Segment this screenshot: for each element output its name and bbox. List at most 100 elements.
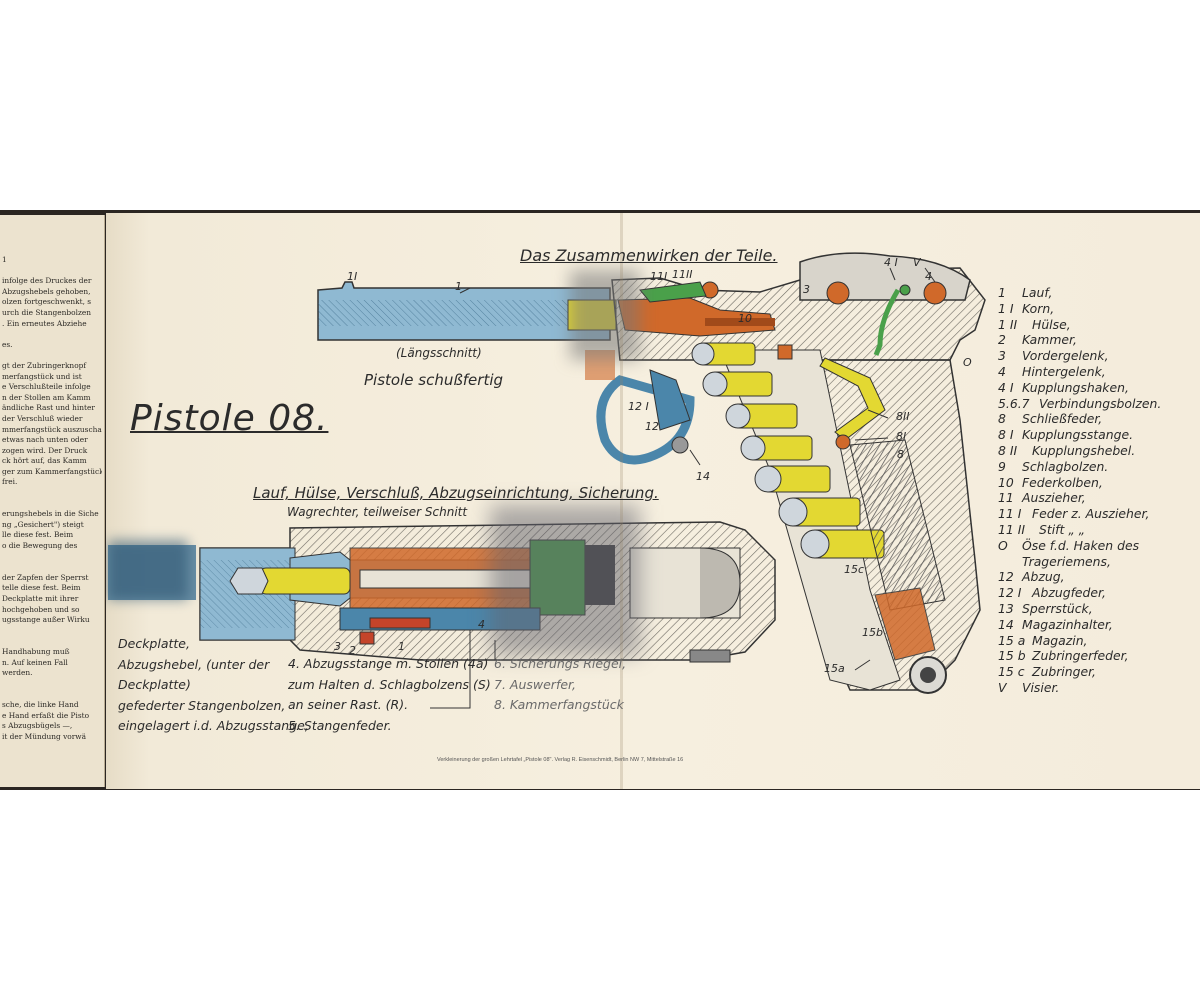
legend-number: 1 II [998,316,1018,332]
left-page-line: mmerfangstück auszuschal [2,424,102,434]
left-page-line: n. Auf keinen Fall [2,657,68,667]
legend-number: 15 b [998,648,1026,664]
left-page-line: sche, die linke Hand [2,699,79,709]
legend-number: 1 I [998,300,1014,316]
part-label: 4 [925,270,932,283]
recoil-spring [849,439,946,611]
part-label: 1 [455,280,462,293]
legend-number: 3 [998,348,1006,364]
part-label: 4 I [884,256,898,269]
part-label: 4 [478,618,485,631]
legend-text: Abzugfeder, [1032,585,1106,601]
bottom-legend-line: gefederter Stangenbolzen, [118,697,286,713]
left-page-line: erungshebels in die Siche [2,509,99,519]
legend-row: Trageriemens, [998,554,1161,570]
left-page-line: werden. [2,668,33,678]
legend-text: Hülse, [1032,316,1071,332]
bottom-legend-line: 7. Auswerfer, [494,676,576,692]
legend-number: 8 [998,411,1006,427]
legend-row: 3 Vordergelenk, [998,348,1161,364]
section-title: Lauf, Hülse, Verschluß, Abzugseinrichtun… [253,484,659,502]
legend-text: Visier. [1022,679,1060,695]
magazine-cartridges [691,342,885,559]
left-page-line [2,689,102,700]
legend-row: 15 a Magazin, [998,633,1161,649]
left-page-line: hochgehoben und so [2,604,80,614]
bottom-legend-line: 8. Kammerfangstück [494,697,624,712]
plate-footer: Verkleinerung der großen Lehrtafel „Pist… [437,757,684,763]
legend-text: Magazinhalter, [1022,616,1113,632]
left-page-line [2,679,102,690]
legend-text: Kammer, [1022,332,1077,348]
diagram-plate [106,213,1200,789]
front-joint [826,281,850,305]
coupling-lever [819,357,886,441]
left-page-line [2,636,102,647]
legend-number: 8 I [998,427,1014,443]
bottom-legend-line: Deckplatte, [118,636,190,651]
legend-number: 12 [998,569,1014,585]
legend-text: Kupplungshaken, [1022,379,1129,395]
part-label: 8I [896,430,907,443]
left-page-line: ng „Gesichert") steigt [2,519,84,529]
blurred-region [108,540,188,600]
legend-number: 11 [998,490,1014,506]
bottom-legend-line: 6. Sicherungs Riegel, [494,656,627,671]
legend-row: V Visier. [998,680,1161,696]
section-subtitle: Wagrechter, teilweiser Schnitt [287,505,468,519]
legend-row: 12 Abzug, [998,569,1161,585]
legend-number: 13 [998,600,1014,616]
trigger [649,369,691,431]
legend-text: Abzug, [1022,569,1065,585]
left-page-line: ger zum Kammerfangstück [2,466,102,476]
left-page-line: e Hand erfaßt die Pisto [2,710,90,720]
part-label: 11I [650,270,668,283]
plate-title: Pistole 08. [130,398,329,439]
part-label: 10 [738,312,752,325]
left-page-line: o die Bewegung des [2,541,78,551]
top-title: Das Zusammenwirken der Teile. [520,246,778,265]
legend-text: Feder z. Auszieher, [1032,506,1150,522]
section-caption: (Längsschnitt) [396,346,482,360]
legend-number: 15 c [998,664,1025,680]
legend-number: V [998,679,1007,695]
legend-text: Vordergelenk, [1022,348,1109,364]
left-page-line: es. [2,339,13,349]
legend-number: 15 a [998,632,1026,648]
left-page-line [2,266,102,277]
left-page-line: s Abzugsbügels —, [2,721,73,731]
left-page-line [2,488,102,499]
legend-number: 4 [998,363,1006,379]
legend-number: O [998,537,1008,553]
legend-text: Magazin, [1032,632,1088,648]
blurred-region [490,505,640,655]
legend-number: 10 [998,474,1014,490]
legend-text: Korn, [1022,300,1055,316]
legend-number: 9 [998,458,1006,474]
legend-number: 5.6.7 [998,395,1030,411]
part-label: 3 [803,283,810,296]
left-page-line: olzen fortgeschwenkt, s [2,297,92,307]
left-page-line: 1 [2,255,7,264]
part-label: O [963,356,972,369]
legend-number: 2 [998,332,1006,348]
trigger-guard [596,375,695,465]
left-page-line: Deckplatte mit ihrer [2,594,79,603]
left-page-line: e Verschlußteile infolge [2,382,91,392]
follower-spring [874,587,936,661]
part-label: 14 [696,470,710,483]
part-label: 8II [896,410,910,423]
legend-number: 11 II [998,521,1026,537]
legend-row: 1 II Hülse, [998,317,1161,333]
